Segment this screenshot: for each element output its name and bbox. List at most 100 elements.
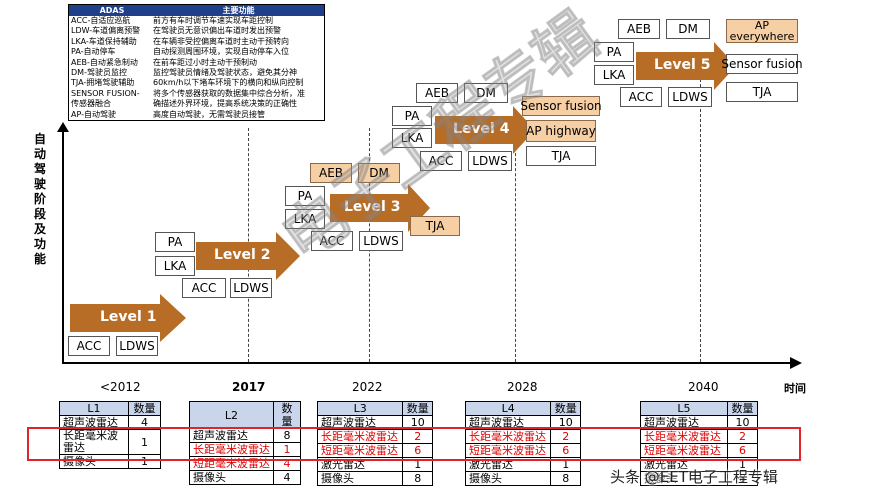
sensor-name: 长距毫米波雷达 — [464, 429, 552, 444]
legend-function-desc: 自动探测周围环境，实现自动停车入位 — [153, 47, 289, 57]
legend-row: PA-自动停车 自动探测周围环境，实现自动停车入位 — [69, 47, 324, 57]
legend-row: AP-自动驾驶 高度自动驾驶，无需驾驶员接管 — [69, 110, 324, 120]
legend-row: ACC-自适应巡航 前方有车时调节车速实现车距控制 — [69, 16, 324, 26]
feature-box: AEB — [618, 19, 660, 39]
level-1-label: Level 1 — [100, 309, 157, 325]
feature-box: DM — [464, 83, 508, 103]
level-2-label: Level 2 — [214, 247, 271, 263]
legend-row: SENSOR FUSION- 将多个传感器获取的数据集中综合分析，准 — [69, 89, 324, 99]
legend-function-desc: 将多个传感器获取的数据集中综合分析，准 — [153, 88, 305, 98]
year-label: <2012 — [100, 380, 141, 394]
sensor-name: 长距毫米波雷达 — [316, 429, 404, 444]
sensor-table-level: L4 — [464, 401, 552, 416]
feature-box: DM — [666, 19, 710, 39]
feature-box-highlighted: AP highway — [526, 120, 596, 142]
sensor-count: 8 — [550, 471, 581, 486]
feature-box: ACC — [182, 278, 226, 298]
sensor-table-qty-header: 数量 — [128, 401, 161, 416]
level-4-label: Level 4 — [453, 121, 510, 137]
legend-function-desc: 在车辆非受控偏离车道时主动干预转向 — [153, 36, 289, 46]
level-5-label: Level 5 — [654, 57, 711, 73]
legend-function-desc: 在驾驶员无意识偏出车道时发出预警 — [153, 26, 281, 36]
legend-row: LDW-车道偏离预警 在驾驶员无意识偏出车道时发出预警 — [69, 26, 324, 36]
legend-adas-name: LDW-车道偏离预警 — [71, 26, 141, 36]
x-axis-arrow-icon — [790, 357, 802, 369]
legend-header: ADAS 主要功能 — [69, 5, 324, 16]
level-1-arrow: Level 1 — [70, 294, 186, 342]
sensor-table-qty-header: 数量 — [402, 401, 433, 416]
sensor-table-level: L2 — [189, 401, 274, 429]
gridline-2040 — [700, 64, 701, 362]
legend-adas-name: ACC-自适应巡航 — [71, 16, 131, 25]
feature-box: Sensor fusion — [721, 54, 803, 74]
legend-row: DM-驾驶员监控监控驾驶员情绪及驾驶状态，避免其分神 — [69, 68, 324, 78]
legend-row: 传感器融合确描述外界环境，提高系统决策的正确性 — [69, 99, 324, 109]
feature-box-highlighted: Sensor fusion — [520, 96, 602, 116]
feature-box: ACC — [620, 87, 662, 107]
sensor-name: 摄像头 — [640, 471, 728, 486]
feature-box: TJA — [526, 146, 596, 166]
legend-adas-name: SENSOR FUSION- — [71, 88, 140, 98]
feature-box: ACC — [68, 336, 110, 356]
feature-box: LDWS — [668, 87, 712, 107]
feature-box: LKA — [594, 65, 634, 85]
legend-function-desc: 高度自动驾驶，无需驾驶员接管 — [153, 109, 265, 119]
feature-box: PA — [594, 42, 634, 62]
feature-box: PA — [392, 106, 432, 126]
y-axis — [62, 130, 64, 364]
feature-box-highlighted: AP everywhere — [726, 19, 798, 43]
footer-credit: 头条 @EET电子工程专辑 — [610, 468, 778, 486]
legend-row: LKA-车道保持辅助在车辆非受控偏离车道时主动干预转向 — [69, 37, 324, 47]
legend-function-desc: 前方有车时调节车速实现车距控制 — [153, 16, 273, 25]
sensor-table-qty-header: 数量 — [726, 401, 759, 416]
feature-box: LDWS — [359, 231, 403, 251]
sensor-table-level: L3 — [316, 401, 404, 416]
long-range-radar-highlight — [27, 427, 801, 461]
feature-box: LDWS — [468, 151, 512, 171]
sensor-name: 摄像头 — [316, 471, 404, 486]
sensor-count: 6 — [402, 443, 433, 458]
level-3-label: Level 3 — [344, 199, 401, 215]
level-2-arrow: Level 2 — [196, 232, 300, 280]
feature-box: LDWS — [230, 278, 272, 298]
sensor-table-qty-header: 数量 — [273, 401, 301, 429]
sensor-count: 10 — [550, 415, 581, 430]
sensor-name: 超声波雷达 — [189, 428, 274, 443]
sensor-count: 2 — [550, 429, 581, 444]
feature-box: PA — [285, 186, 325, 206]
feature-box: ACC — [420, 151, 462, 171]
feature-box: AEB — [416, 83, 458, 103]
feature-box: PA — [155, 232, 195, 252]
gridline-2028 — [515, 128, 516, 362]
feature-box: LKA — [155, 256, 195, 276]
y-axis-arrow-icon — [57, 122, 69, 132]
legend-adas-name: AP-自动驾驶 — [71, 109, 117, 119]
sensor-name: 超声波雷达 — [640, 415, 728, 430]
sensor-table-qty-header: 数量 — [550, 401, 581, 416]
feature-box-highlighted: DM — [358, 163, 400, 183]
feature-box: LKA — [285, 209, 325, 229]
year-label: 2040 — [688, 380, 719, 394]
feature-box: ACC — [311, 231, 353, 251]
sensor-count: 4 — [273, 470, 301, 485]
legend-function-desc: 监控驾驶员情绪及驾驶状态，避免其分神 — [153, 67, 297, 77]
feature-box-highlighted: TJA — [410, 216, 460, 236]
feature-box: TJA — [726, 82, 798, 102]
sensor-count: 1 — [128, 454, 161, 469]
legend-row: AEB-自动紧急制动在前车距过小时主动干预制动 — [69, 58, 324, 68]
legend-adas-name: PA-自动停车 — [71, 47, 116, 57]
legend-function-desc: 60km/h以下堵车环境下的横向和纵向控制 — [153, 78, 304, 88]
